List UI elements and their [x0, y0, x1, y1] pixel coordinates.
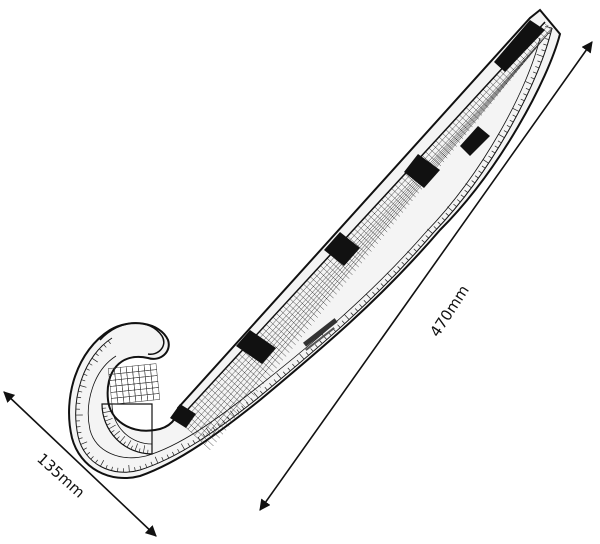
- width-arrow: [3, 391, 157, 537]
- ruler-hook-grid: [107, 363, 161, 405]
- length-label: 470mm: [426, 282, 473, 340]
- ruler-outline: [68, 8, 562, 479]
- ruler-hook: [99, 322, 165, 355]
- length-arrow: [259, 41, 593, 511]
- ruler: [68, 8, 562, 479]
